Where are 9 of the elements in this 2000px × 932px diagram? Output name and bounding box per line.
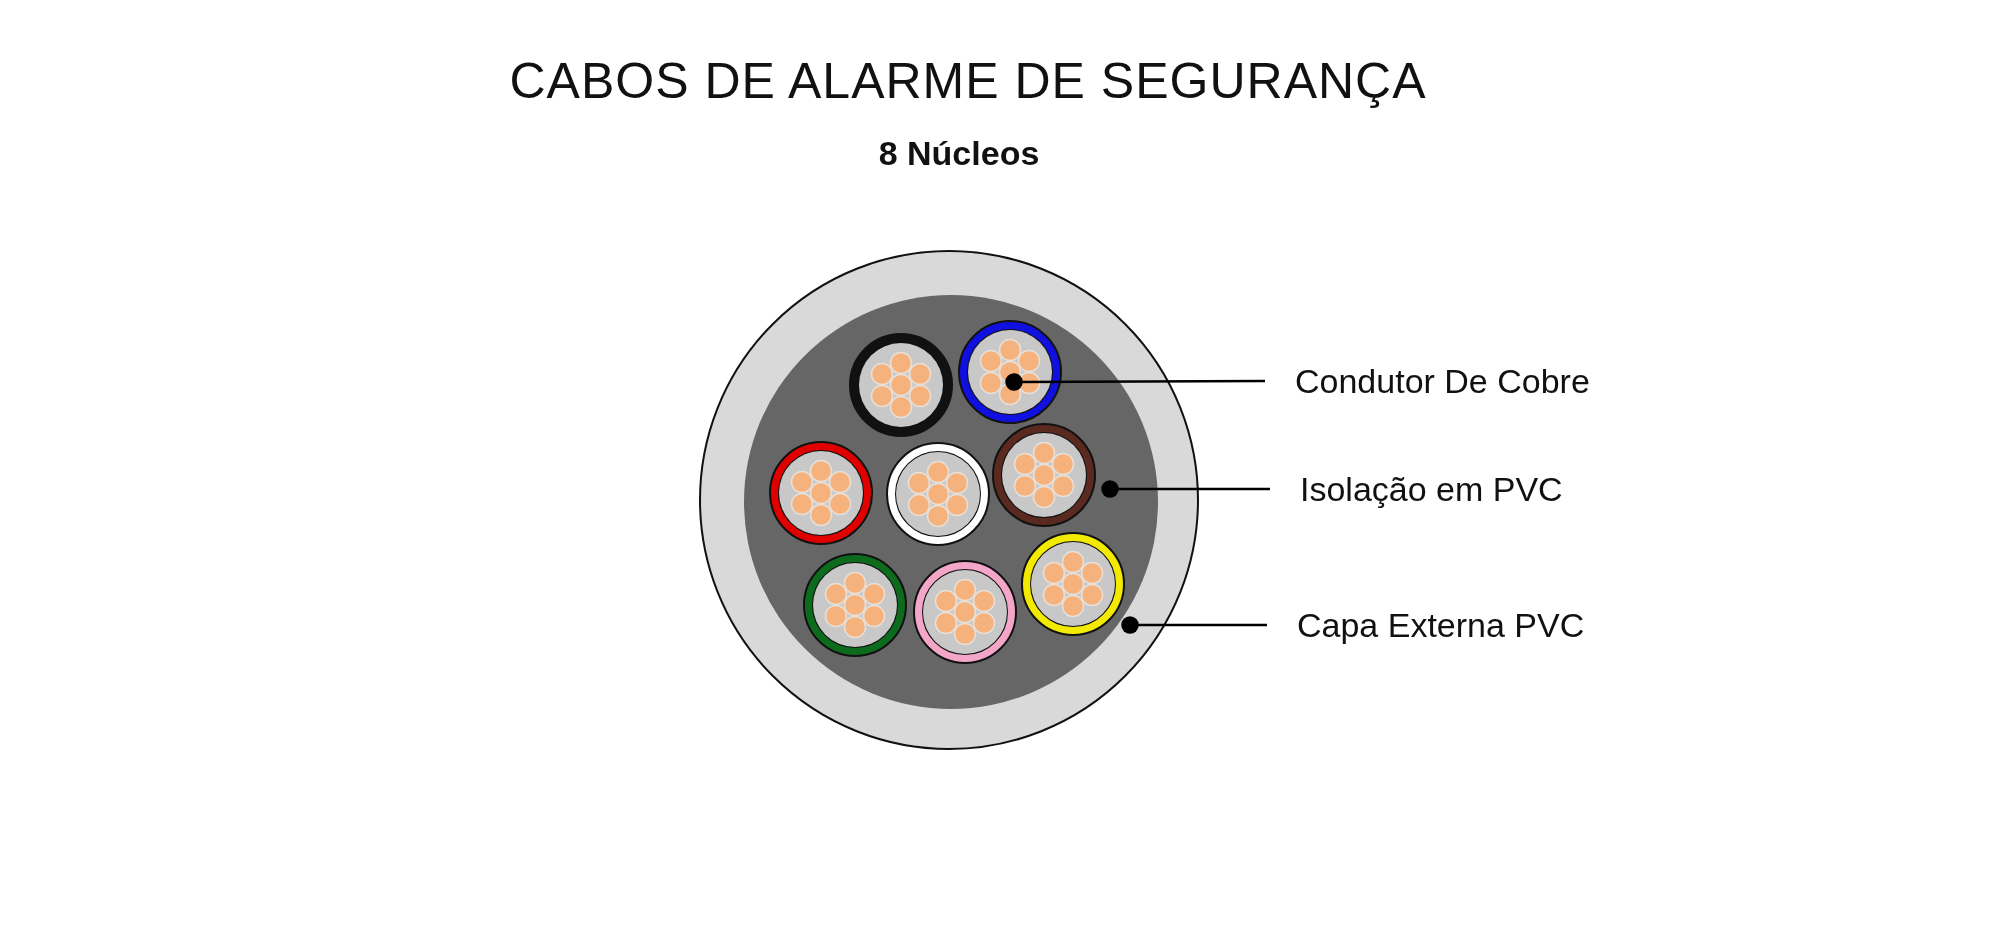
callout-label: Capa Externa PVC bbox=[1297, 605, 1585, 645]
leader-line bbox=[1101, 480, 1270, 498]
callout-label: Condutor De Cobre bbox=[1295, 361, 1590, 401]
leader-line bbox=[1121, 616, 1267, 634]
title: CABOS DE ALARME DE SEGURANÇA bbox=[508, 52, 1428, 110]
leader-line bbox=[1005, 373, 1265, 391]
subtitle: 8 Núcleos bbox=[877, 134, 1041, 173]
copper-conductor bbox=[968, 330, 1052, 414]
callout-label: Isolação em PVC bbox=[1300, 469, 1563, 509]
